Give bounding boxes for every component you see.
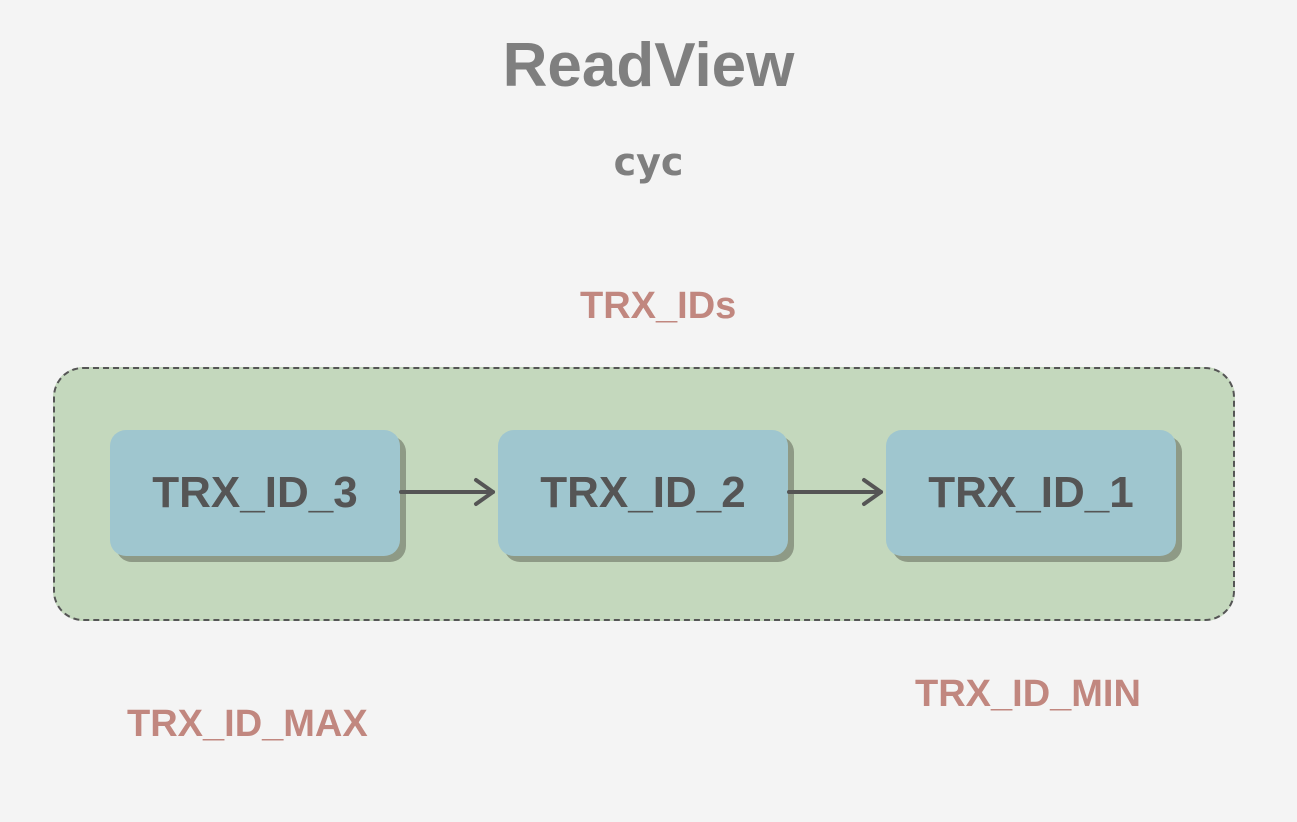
node-trx-id-1-label: TRX_ID_1 — [928, 468, 1134, 517]
trx-id-min-label: TRX_ID_MIN — [915, 673, 1141, 715]
node-trx-id-2-label: TRX_ID_2 — [540, 468, 746, 517]
trx-ids-label: TRX_IDs — [580, 285, 737, 327]
diagram-title: ReadView — [502, 31, 795, 100]
node-trx-id-3: TRX_ID_3 — [110, 430, 400, 556]
node-trx-id-1: TRX_ID_1 — [886, 430, 1176, 556]
diagram-subtitle: cyc — [613, 140, 684, 184]
node-trx-id-3-label: TRX_ID_3 — [152, 468, 358, 517]
node-trx-id-2: TRX_ID_2 — [498, 430, 788, 556]
trx-id-max-label: TRX_ID_MAX — [127, 703, 368, 745]
